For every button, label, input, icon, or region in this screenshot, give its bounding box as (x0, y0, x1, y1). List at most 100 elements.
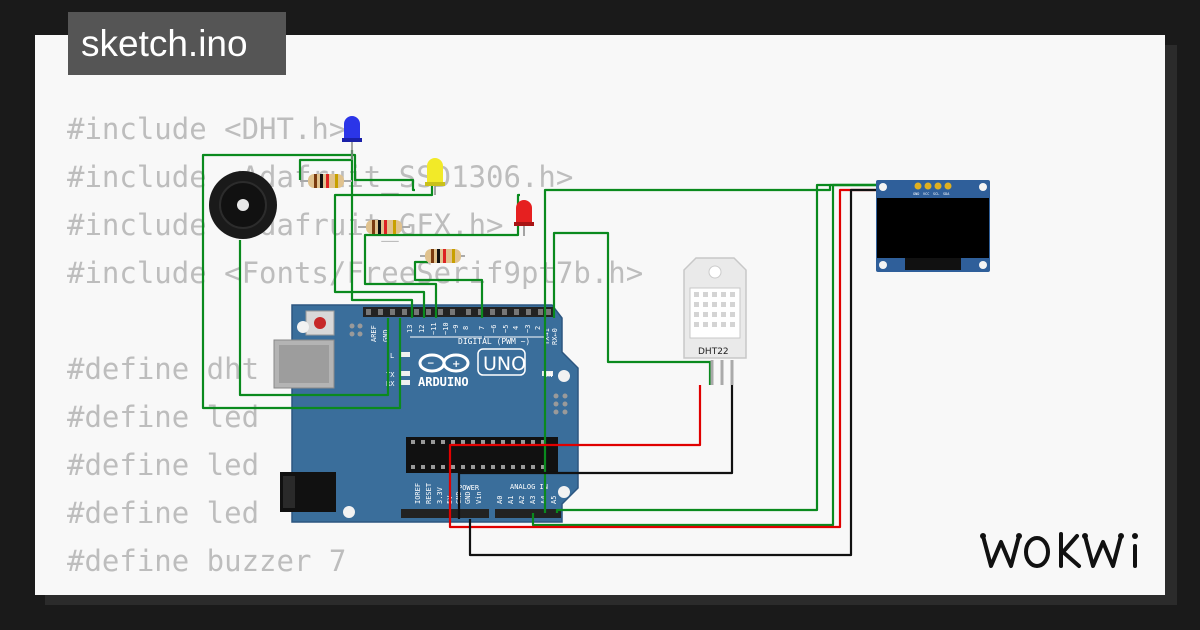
analog-header (495, 509, 561, 518)
pin-label-9: ~9 (452, 325, 460, 333)
uno-badge (477, 348, 526, 376)
led-blue[interactable] (342, 116, 362, 160)
analog-label: ANALOG IN (510, 483, 548, 491)
code-line: #define led (67, 448, 260, 482)
pin-label-12: 12 (418, 325, 426, 333)
power-label: POWER (458, 484, 480, 492)
resistor-2[interactable] (358, 220, 410, 234)
oled-display[interactable]: GND VCC SCL SDA (876, 180, 990, 272)
wire-buzzer-gnd[interactable] (238, 240, 390, 397)
pin-label-3: ~3 (524, 325, 532, 333)
pin-label-a0: A0 (496, 496, 504, 504)
code-line: #include <Adafruit_SSD1306.h> (67, 160, 574, 194)
led-label-l: L (390, 352, 394, 360)
pin-label-a5: A5 (550, 496, 558, 504)
pin-label-a3: A3 (529, 496, 537, 504)
code-preview-panel: #include <DHT.h> #include <Adafruit_SSD1… (35, 35, 1165, 595)
oled-pin-sda: SDA (943, 192, 950, 196)
wire-led-gnd-blue[interactable] (298, 158, 352, 180)
power-jack-edge (283, 476, 295, 508)
pin-label-13: 13 (406, 325, 414, 333)
oled-pin-header (914, 182, 952, 190)
file-tab[interactable]: sketch.ino (68, 12, 286, 75)
oled-screen (877, 198, 989, 258)
arduino-infinity-logo (418, 353, 470, 373)
infinity-minus: − (427, 359, 435, 369)
led-yellow[interactable] (425, 158, 445, 195)
pin-label-tx: TX→1 (543, 328, 551, 345)
led-label-tx: TX (386, 371, 395, 379)
pin-label-11: ~11 (430, 322, 438, 335)
wires (201, 150, 941, 557)
pin-label-aref: AREF (370, 325, 378, 342)
oled-pin-scl: SCL (933, 192, 939, 196)
power-header (401, 509, 489, 518)
code-line: #define led (67, 496, 260, 530)
wire-dht-gnd[interactable] (457, 385, 734, 519)
oled-pin-gnd: GND (913, 192, 919, 196)
panel-shadow-right (1165, 45, 1177, 600)
led-label-rx: RX (386, 380, 395, 388)
wire-buzzer-signal[interactable] (413, 260, 484, 318)
wire-dht-data[interactable] (552, 231, 712, 385)
wire-red-led[interactable] (363, 193, 520, 318)
panel-shadow-bottom (45, 595, 1177, 605)
led-red[interactable] (514, 200, 534, 236)
mount-hole (297, 321, 309, 333)
pin-label-7: 7 (478, 326, 486, 330)
wire-buzzer-loop[interactable] (201, 153, 415, 410)
board-model: UNO (483, 353, 526, 375)
pin-label-gnd: GND (382, 329, 390, 342)
piezo-buzzer[interactable] (209, 171, 277, 239)
icsp-header-2 (553, 393, 568, 415)
wire-yellow-led[interactable] (333, 185, 434, 318)
usb-connector-inner (279, 345, 329, 383)
wire-dht-vcc[interactable] (448, 188, 920, 529)
file-tab-label: sketch.ino (81, 23, 248, 64)
pin-label-a1: A1 (507, 496, 515, 504)
pin-label-vin: Vin (475, 491, 483, 504)
dht22-vents (694, 292, 735, 327)
wire-oled-gnd[interactable] (468, 188, 915, 557)
led-label-on: ON (544, 371, 552, 379)
arduino-uno-board[interactable]: AREF GND 13 12 ~11 ~10 ~9 8 7 ~6 ~5 4 ~3… (273, 304, 579, 523)
wokwi-logo (980, 532, 1138, 568)
pin-label-reset: RESET (425, 482, 433, 504)
chip-pins (411, 440, 545, 469)
dht22-sensor[interactable]: DHT22 (683, 257, 747, 385)
pin-label-a2: A2 (518, 496, 526, 504)
pin-label-3v3: 3.3V (436, 486, 444, 504)
pin-label-gnd2: GND (464, 491, 472, 504)
onboard-leds (399, 352, 553, 385)
resistor-3[interactable] (420, 249, 465, 263)
board-brand: ARDUINO (418, 375, 469, 389)
digital-header (363, 307, 553, 317)
pin-label-10: ~10 (442, 322, 450, 335)
resistor-1[interactable] (300, 174, 352, 188)
mount-hole (343, 506, 355, 518)
pin-label-rx: RX←0 (551, 328, 559, 345)
pin-label-8: 8 (462, 326, 470, 330)
reset-button[interactable] (314, 317, 326, 329)
wire-blue-led[interactable] (350, 150, 414, 318)
code-line: #include <DHT.h> (67, 112, 347, 146)
wire-oled-vcc[interactable] (531, 183, 930, 527)
infinity-plus: + (452, 359, 460, 370)
digital-label: DIGITAL (PWM ~) (458, 337, 530, 346)
dht22-label: DHT22 (698, 347, 729, 357)
code-line: #define SCREEN_WIDTH 128 (67, 585, 643, 595)
code-line: #define led (67, 400, 260, 434)
code-line: #define buzzer 7 (67, 544, 347, 578)
code-listing: #include <DHT.h> #include <Adafruit_SSD1… (67, 105, 643, 595)
pin-label-4: 4 (512, 326, 520, 330)
oled-pin-vcc: VCC (923, 192, 929, 196)
mount-hole (558, 370, 570, 382)
code-line: #define dht (67, 352, 260, 386)
pin-label-ioref: IOREF (414, 483, 422, 504)
pin-label-6: ~6 (490, 325, 498, 333)
pin-label-5: ~5 (502, 325, 510, 333)
mount-hole (558, 486, 570, 498)
oled-ribbon (905, 258, 961, 270)
icsp-header (349, 323, 363, 337)
